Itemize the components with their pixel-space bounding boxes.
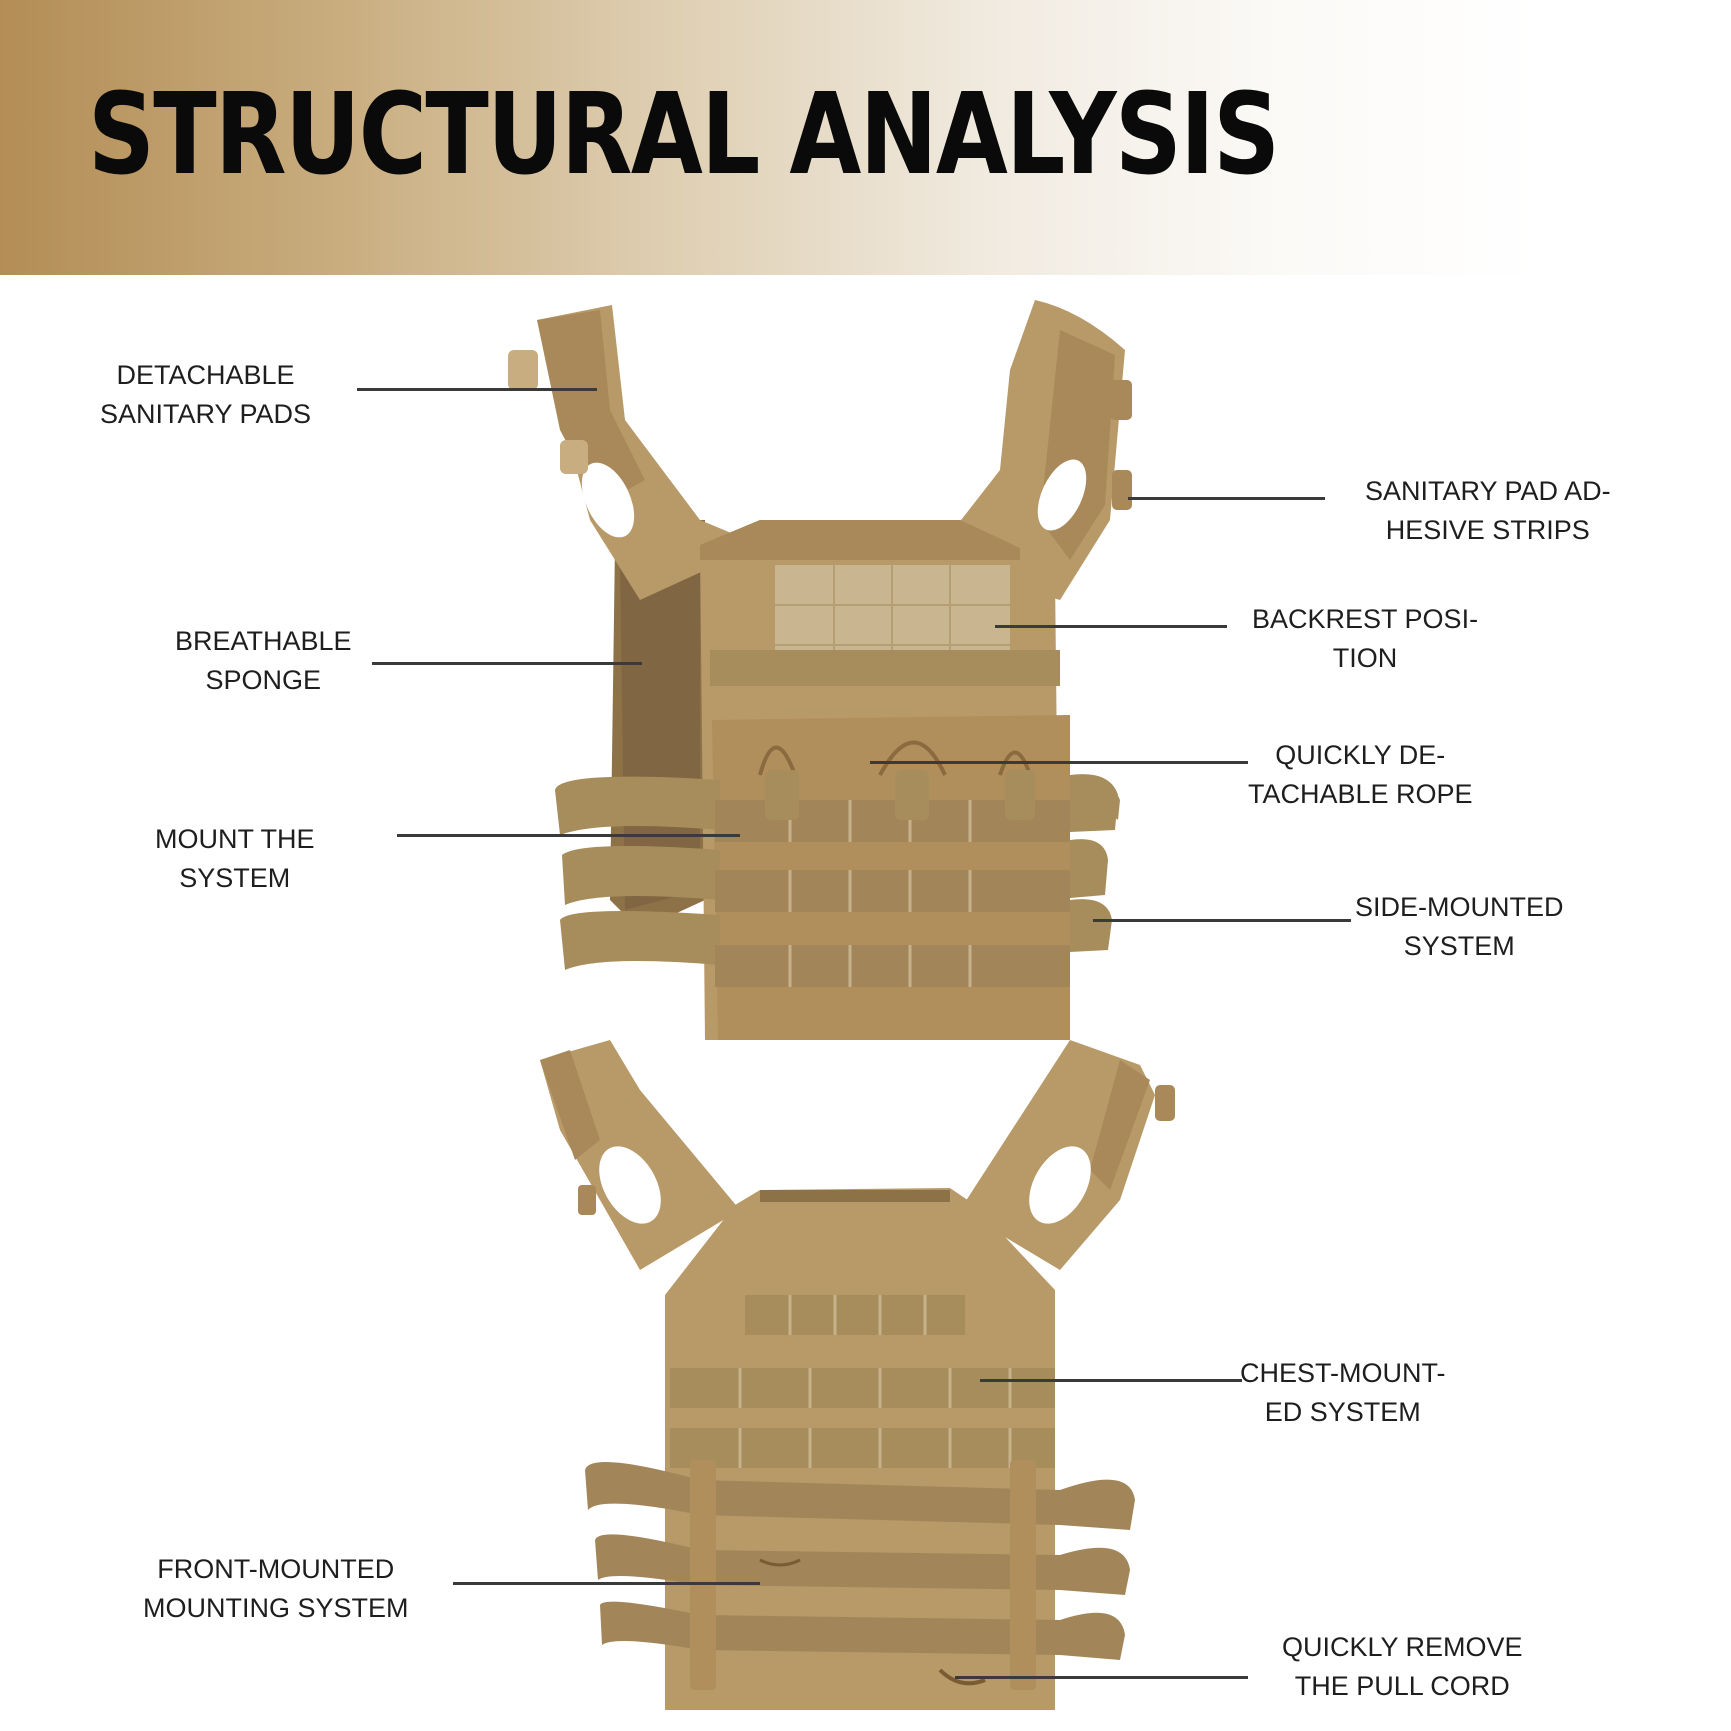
leader-line-side-mounted <box>1093 919 1351 922</box>
label-pull-cord: QUICKLY REMOVE THE PULL CORD <box>1282 1632 1523 1701</box>
label-detachable-sanitary-pads: DETACHABLE SANITARY PADS <box>100 360 312 429</box>
leader-line-mount-system <box>397 834 740 837</box>
leader-line-breathable-sponge <box>372 662 642 665</box>
top-vest-image <box>508 300 1132 1040</box>
label-adhesive-strips: SANITARY PAD AD- HESIVE STRIPS <box>1365 476 1611 545</box>
leader-line-adhesive-strips <box>1128 497 1325 500</box>
leader-line-detachable-pads <box>357 388 597 391</box>
label-detachable-rope: QUICKLY DE- TACHABLE ROPE <box>1248 740 1473 809</box>
leader-line-chest-mounted <box>980 1379 1242 1382</box>
label-mount-the-system: MOUNT THE SYSTEM <box>155 824 315 893</box>
label-chest-mounted-system: CHEST-MOUNT- ED SYSTEM <box>1240 1358 1446 1427</box>
leader-line-backrest-position <box>995 625 1227 628</box>
label-front-mounted-system: FRONT-MOUNTED MOUNTING SYSTEM <box>143 1554 409 1623</box>
leader-line-detachable-rope <box>870 761 1248 764</box>
label-side-mounted-system: SIDE-MOUNTED SYSTEM <box>1355 892 1564 961</box>
leader-line-front-mounted <box>453 1582 760 1585</box>
title-banner: STRUCTURAL ANALYSIS <box>0 0 1540 275</box>
page-title: STRUCTURAL ANALYSIS <box>88 70 1280 200</box>
bottom-vest-image <box>540 1040 1175 1710</box>
label-backrest-position: BACKREST POSI- TION <box>1252 604 1479 673</box>
label-breathable-sponge: BREATHABLE SPONGE <box>175 626 352 695</box>
leader-line-pull-cord <box>955 1676 1248 1679</box>
